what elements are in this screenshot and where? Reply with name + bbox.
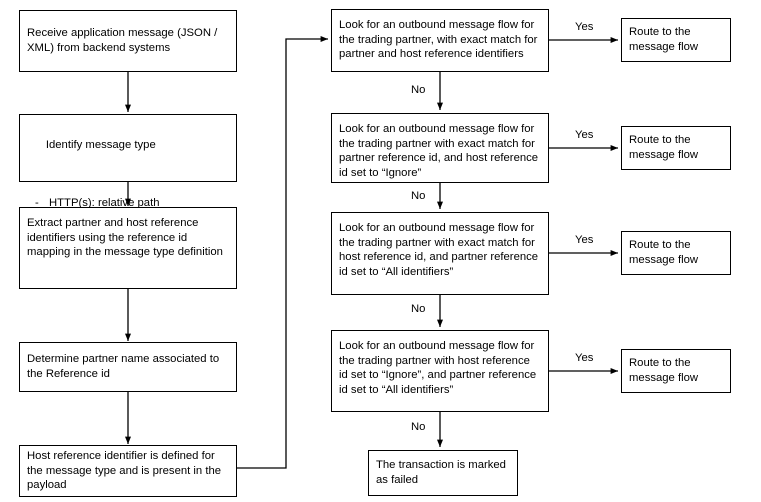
edge-label-no-3: No <box>411 303 426 315</box>
node-extract-reference-identifiers[interactable]: Extract partner and host reference ident… <box>19 207 237 289</box>
node-route-to-message-flow-1[interactable]: Route to the message flow <box>621 18 731 62</box>
node-route-to-message-flow-2[interactable]: Route to the message flow <box>621 126 731 170</box>
node-extract-reference-identifiers-label: Extract partner and host reference ident… <box>27 217 223 259</box>
node-route-to-message-flow-3[interactable]: Route to the message flow <box>621 231 731 275</box>
node-identify-message-type-label: Identify message type <box>45 138 156 151</box>
edge-label-no-2: No <box>411 190 426 202</box>
node-route-to-message-flow-1-label: Route to the message flow <box>629 26 699 53</box>
edge-hostref-to-decision-1 <box>237 36 328 469</box>
edge-label-yes-3: Yes <box>575 234 594 246</box>
node-identify-message-type[interactable]: Identify message type HTTP(s): relative … <box>19 114 237 254</box>
node-host-reference-identifier-present-label: Host reference identifier is defined for… <box>27 450 225 492</box>
bullet-http: HTTP(s): relative path <box>27 196 229 211</box>
node-host-reference-identifier-present[interactable]: Host reference identifier is defined for… <box>19 445 237 497</box>
node-determine-partner-name[interactable]: Determine partner name associated to the… <box>19 342 237 392</box>
node-receive-application-message-label: Receive application message (JSON / XML)… <box>27 27 221 54</box>
node-route-to-message-flow-2-label: Route to the message flow <box>629 134 699 161</box>
node-decision-3-exact-host-partner-all[interactable]: Look for an outbound message flow for th… <box>331 212 549 295</box>
node-receive-application-message[interactable]: Receive application message (JSON / XML)… <box>19 10 237 72</box>
node-route-to-message-flow-3-label: Route to the message flow <box>629 239 699 266</box>
node-transaction-marked-failed-label: The transaction is marked as failed <box>376 459 510 486</box>
node-decision-4-host-ignore-partner-all[interactable]: Look for an outbound message flow for th… <box>331 330 549 412</box>
edge-label-yes-1: Yes <box>575 21 594 33</box>
node-determine-partner-name-label: Determine partner name associated to the… <box>27 353 223 380</box>
edge-label-yes-2: Yes <box>575 129 594 141</box>
node-decision-2-label: Look for an outbound message flow for th… <box>339 123 542 179</box>
node-decision-1-label: Look for an outbound message flow for th… <box>339 19 541 61</box>
node-transaction-marked-failed[interactable]: The transaction is marked as failed <box>368 450 518 496</box>
edge-label-no-4: No <box>411 421 426 433</box>
node-decision-2-exact-partner-host-ignore[interactable]: Look for an outbound message flow for th… <box>331 113 549 183</box>
edge-label-yes-4: Yes <box>575 352 594 364</box>
node-decision-4-label: Look for an outbound message flow for th… <box>339 340 540 396</box>
node-decision-3-label: Look for an outbound message flow for th… <box>339 222 542 278</box>
node-route-to-message-flow-4-label: Route to the message flow <box>629 357 699 384</box>
node-route-to-message-flow-4[interactable]: Route to the message flow <box>621 349 731 393</box>
edge-label-no-1: No <box>411 84 426 96</box>
node-decision-1-exact-partner-and-host-match[interactable]: Look for an outbound message flow for th… <box>331 9 549 72</box>
